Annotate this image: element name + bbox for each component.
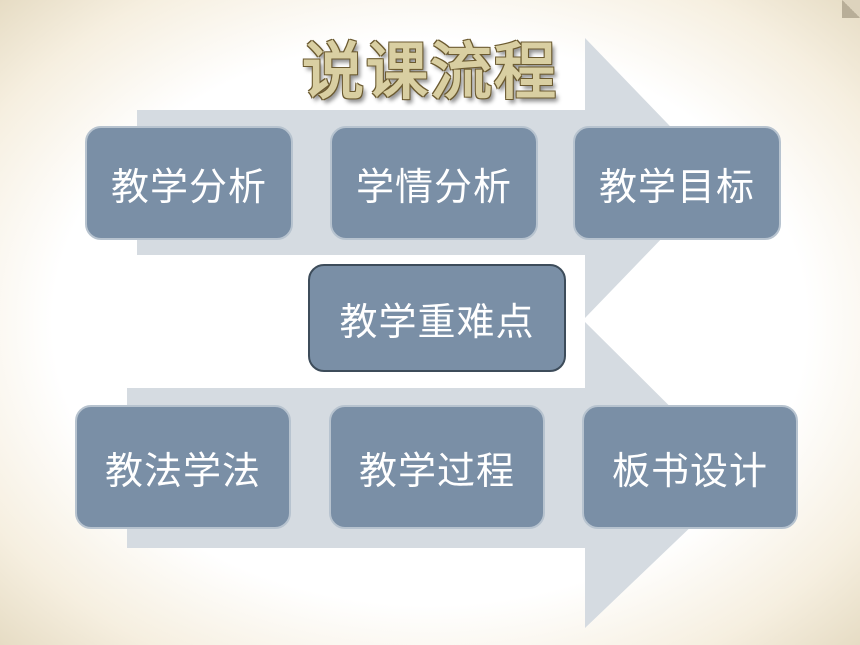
step-box-teaching-process[interactable]: 教学过程 <box>329 405 545 529</box>
step-box-teaching-methods[interactable]: 教法学法 <box>75 405 291 529</box>
step-box-learner-analysis[interactable]: 学情分析 <box>330 126 538 240</box>
slide-title: 说课流程 <box>301 35 558 108</box>
step-box-teaching-objectives[interactable]: 教学目标 <box>573 126 781 240</box>
step-box-teaching-analysis[interactable]: 教学分析 <box>85 126 293 240</box>
page-corner-fold <box>842 0 860 18</box>
step-box-key-difficult-points[interactable]: 教学重难点 <box>308 264 566 372</box>
step-box-blackboard-design[interactable]: 板书设计 <box>582 405 798 529</box>
